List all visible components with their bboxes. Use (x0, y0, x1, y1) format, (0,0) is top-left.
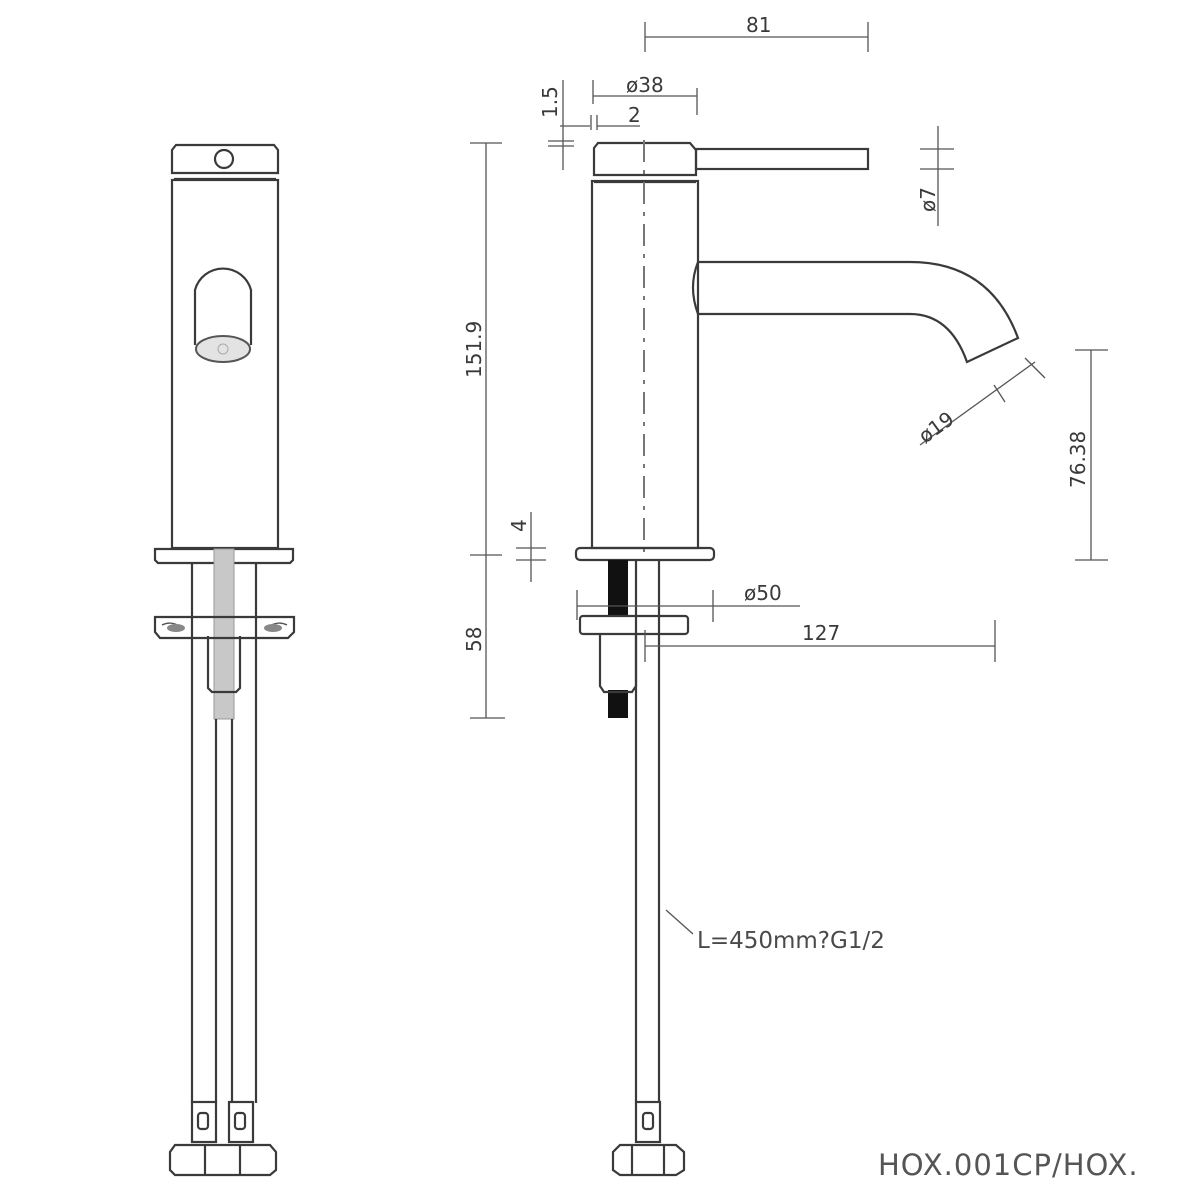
side-view (574, 140, 1020, 1177)
fixing-bracket (153, 615, 296, 640)
front-view (153, 143, 296, 1177)
spout-aperture (193, 267, 253, 345)
lever (694, 147, 870, 171)
dim-spout-projection: 127 (802, 621, 840, 645)
hose-connectors (168, 1100, 278, 1177)
threaded-stud (213, 548, 235, 720)
dim-lever-diameter: ø7 (916, 187, 940, 212)
dim-base-diameter: ø50 (744, 581, 782, 605)
dim-lever-reach: 81 (746, 13, 771, 37)
product-code: HOX.001CP/HOX. (878, 1148, 1139, 1182)
side-base-plate (574, 546, 716, 562)
dim-cap-offset: 2 (628, 103, 641, 127)
side-hose-connector (611, 1100, 686, 1177)
washer (578, 614, 690, 636)
front-handle-cap (170, 143, 280, 175)
spout (691, 260, 1020, 364)
aerator-icon (195, 335, 251, 363)
threaded-rod (608, 560, 628, 615)
dim-body-height: 151.9 (462, 321, 486, 378)
dim-handle-diameter: ø38 (626, 73, 664, 97)
dim-mounting-depth: 58 (462, 627, 486, 652)
dim-cap-gap: 1.5 (538, 86, 562, 118)
hose-length-note: L=450mm?G1/2 (697, 928, 885, 954)
front-handle-indicator (213, 148, 235, 170)
dim-spout-diameter: ø19 (914, 406, 959, 448)
dim-base-thickness: 4 (507, 519, 531, 532)
dim-spout-outlet-height: 76.38 (1066, 431, 1090, 488)
front-base-plate (153, 547, 295, 565)
front-body (170, 178, 280, 550)
dimensions: 81 ø38 2 1.5 151.9 ø7 ø19 (462, 13, 1108, 719)
